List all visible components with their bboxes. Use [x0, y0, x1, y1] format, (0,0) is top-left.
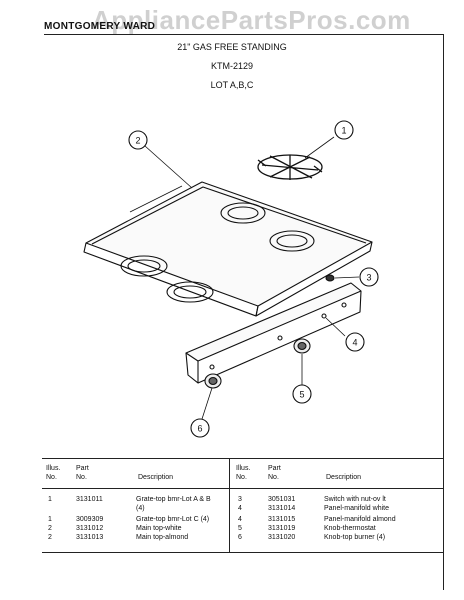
- leader-lines: [144, 136, 360, 420]
- table-row-part: 3131020: [268, 534, 296, 541]
- table-column-divider: [229, 458, 230, 552]
- table-row-illus: 4: [238, 516, 242, 523]
- table-bottom-rule: [42, 552, 444, 553]
- callout-4: 4: [352, 338, 357, 348]
- lot-label: LOT A,B,C: [210, 80, 254, 90]
- table-row-part: 3131015: [268, 516, 296, 523]
- switch-part: [325, 274, 335, 282]
- table-row-desc: Grate-top bmr-Lot C (4): [136, 516, 210, 523]
- table-row-illus: 4: [238, 505, 242, 512]
- table-row-illus: 6: [238, 534, 242, 541]
- table-row-part: 3131019: [268, 525, 296, 532]
- table-row-illus: 1: [48, 496, 52, 503]
- table-header-rule: [42, 488, 444, 489]
- table-row-illus: 5: [238, 525, 242, 532]
- watermark: AppliancePartsPros.com: [92, 5, 411, 35]
- header-description-right: Description: [326, 474, 362, 481]
- frame-right-line: [443, 34, 444, 590]
- table-top-rule: [42, 458, 444, 459]
- table-row-illus: 3: [238, 496, 242, 503]
- header-part: Part No.: [76, 465, 89, 481]
- table-row-part: 3131012: [76, 525, 104, 532]
- table-row-part: 3131013: [76, 534, 104, 541]
- table-row-part: 3051031: [268, 496, 296, 503]
- table-row-desc: Grate-top bmr-Lot A & B: [136, 496, 211, 503]
- frame-top-line: [44, 34, 444, 35]
- table-row-desc: Panel-manifold white: [324, 505, 389, 512]
- callout-1: 1: [341, 126, 346, 136]
- header-part-right: Part No.: [268, 465, 281, 481]
- burner-openings: [120, 202, 315, 303]
- manifold-panel: [185, 282, 362, 384]
- callout-5: 5: [299, 390, 304, 400]
- callout-circles: [128, 120, 379, 438]
- callout-3: 3: [366, 273, 371, 283]
- table-row-desc: Switch with nut-ov lt: [324, 496, 386, 503]
- thermostat-knob: [293, 338, 311, 354]
- callout-6: 6: [197, 424, 202, 434]
- table-row-part: 3131014: [268, 505, 296, 512]
- header-illus-right: Illus. No.: [236, 465, 251, 481]
- brand-label: MONTGOMERY WARD: [44, 21, 156, 32]
- table-row-illus: 1: [48, 516, 52, 523]
- main-top: [83, 181, 373, 317]
- table-row-illus: 2: [48, 525, 52, 532]
- burner-grate: [257, 154, 323, 180]
- table-row-desc: Main top-white: [136, 525, 182, 532]
- table-row-desc: Panel-manifold almond: [324, 516, 396, 523]
- model-number: KTM-2129: [210, 61, 254, 71]
- table-row-desc: Main top-almond: [136, 534, 189, 541]
- table-row-illus: 2: [48, 534, 52, 541]
- burner-knob: [204, 373, 222, 389]
- table-row-desc: Knob-thermostat: [324, 525, 376, 532]
- table-row-desc: (4): [136, 505, 145, 512]
- header-description: Description: [138, 474, 174, 481]
- header-illus: Illus. No.: [46, 465, 61, 481]
- table-row-part: 3131011: [76, 496, 103, 503]
- table-row-part: 3009309: [76, 516, 104, 523]
- diagram-title: 21" GAS FREE STANDING: [177, 42, 287, 52]
- callout-2: 2: [135, 136, 140, 146]
- table-row-desc: Knob-top burner (4): [324, 534, 386, 541]
